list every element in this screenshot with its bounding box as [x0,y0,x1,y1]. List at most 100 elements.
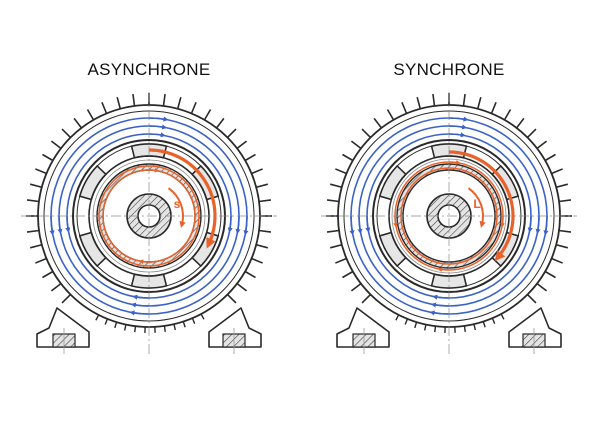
fin [101,102,108,115]
fin [535,140,548,150]
fin [557,199,572,203]
left-foot [36,307,90,348]
fin [342,153,355,162]
fin [329,183,343,189]
stator-field-arrow [227,215,233,233]
stator-rotation-arrow [148,148,217,249]
synchronous-motor: L [321,92,577,356]
rotor-field-arrow [148,167,160,173]
fin [350,140,363,150]
stator-field-arrow [65,215,71,233]
right-foot [208,307,262,348]
field-label: L [473,197,480,211]
fin [326,199,341,203]
fin [543,153,556,162]
rotor-field-arrow [500,215,505,228]
fin [326,229,341,233]
fin [235,282,248,292]
stator-field-arrow [448,124,468,130]
left-foot [336,307,390,348]
fin [35,168,48,175]
fin [550,257,563,264]
fin [555,243,569,249]
fin [350,282,363,292]
stator-field-arrow [527,215,533,233]
stator-field-arrow [349,215,355,236]
rotor-field-arrow [437,267,450,272]
fin [386,109,395,122]
field-label: s [174,197,181,211]
fin [255,243,269,249]
fin [86,109,95,122]
synchronous-title: SYNCHRONE [393,60,504,79]
fin [116,96,122,110]
fin [243,153,256,162]
fin [550,168,563,175]
fin [132,93,136,108]
fin [361,128,372,139]
fin [335,257,348,264]
fin [257,229,272,233]
slip-arrow [167,187,186,228]
fin [555,183,569,189]
fin [329,243,343,249]
stator-field-arrow [49,215,55,236]
rotor-field-arrow [393,215,398,228]
fin [226,128,237,139]
fin [257,199,272,203]
fin [190,102,197,115]
fin [342,270,355,279]
cooling-fins [326,93,572,333]
fin [235,140,248,150]
fin [503,109,512,122]
fin [26,229,41,233]
fin [226,293,237,304]
fin [42,270,55,279]
fin [29,243,43,249]
rotor-field-arrow [448,160,461,165]
fin [215,117,225,130]
fin [526,128,537,139]
fin [476,96,482,110]
fin [29,183,43,189]
motor-base [336,307,562,354]
fin [490,102,497,115]
asynchronous-title: ASYNCHRONE [88,60,211,79]
motor-base [36,307,262,354]
fin [61,128,72,139]
fin [432,93,436,108]
fin [250,168,263,175]
right-foot [508,307,562,348]
asynchronous-motor: s [21,92,277,356]
stator-rotation-arrow [448,150,515,262]
fin [557,229,572,233]
fin [243,270,256,279]
fin [361,293,372,304]
stator-field-arrow [130,302,150,308]
fin [462,93,466,108]
fin [255,183,269,189]
fin [416,96,422,110]
fin [176,96,182,110]
rotor-field-arrow [138,259,150,265]
fin [42,153,55,162]
fin [26,199,41,203]
fin [515,117,525,130]
fin [61,293,72,304]
fin [35,257,48,264]
fin [50,140,63,150]
fin [373,117,383,130]
fin [50,282,63,292]
fin [162,93,166,108]
fin [73,117,83,130]
stator-field-arrow [430,302,450,308]
fin [401,102,408,115]
stator-field-arrow [148,124,168,130]
sync-arrow [467,187,486,228]
fin [535,282,548,292]
fin [335,168,348,175]
fin [203,109,212,122]
fin [526,293,537,304]
fin [250,257,263,264]
